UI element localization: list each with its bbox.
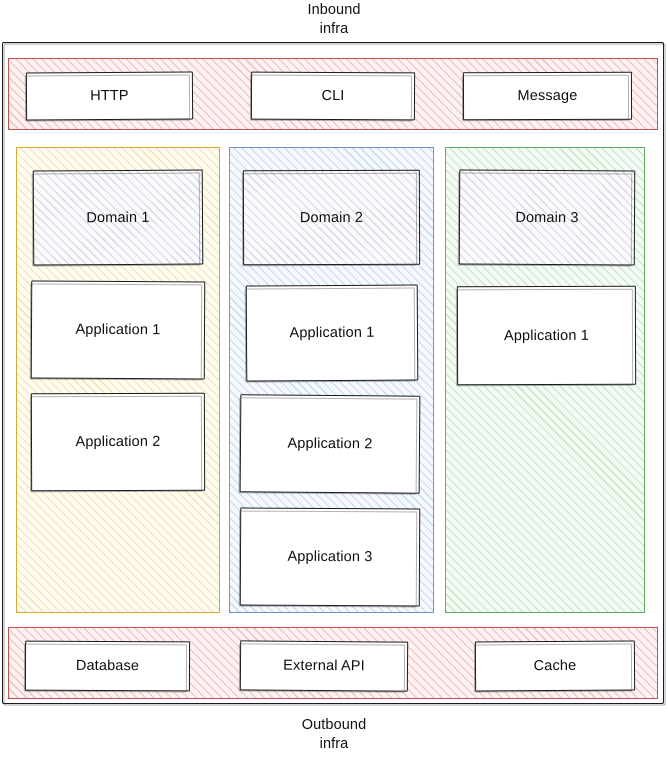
node-cli[interactable]: CLI bbox=[250, 71, 416, 121]
outbound-caption-line-2: infra bbox=[319, 736, 349, 752]
node-domain-2-application-2[interactable]: Application 2 bbox=[239, 394, 421, 494]
node-cli-label: CLI bbox=[321, 87, 345, 105]
node-domain-1-application-1-label: Application 1 bbox=[75, 321, 161, 339]
outbound-caption-line-1: Outbound bbox=[301, 717, 367, 733]
node-domain-2-application-3[interactable]: Application 3 bbox=[239, 507, 421, 607]
node-external-api[interactable]: External API bbox=[239, 640, 409, 692]
system-boundary-edge bbox=[2, 42, 664, 704]
node-domain-3-label: Domain 3 bbox=[515, 209, 579, 226]
system-boundary-shadow-edge bbox=[3, 43, 666, 706]
node-database-label: Database bbox=[75, 657, 140, 675]
node-domain-2-application-2-label: Application 2 bbox=[287, 435, 373, 453]
node-domain-2[interactable]: Domain 2 bbox=[242, 169, 421, 266]
node-domain-1-application-2[interactable]: Application 2 bbox=[30, 392, 206, 492]
node-database[interactable]: Database bbox=[24, 640, 191, 692]
inbound-caption-line-2: infra bbox=[319, 21, 349, 37]
node-http-label: HTTP bbox=[90, 87, 129, 105]
node-domain-3[interactable]: Domain 3 bbox=[458, 169, 636, 266]
inbound-caption-line-1: Inbound bbox=[307, 2, 361, 18]
system-boundary bbox=[2, 42, 666, 706]
inbound-infra-caption: Inbound infra bbox=[0, 1, 668, 39]
node-domain-3-application-1-label: Application 1 bbox=[503, 327, 590, 344]
node-domain-2-label: Domain 2 bbox=[299, 209, 364, 226]
outbound-infra-caption: Outbound infra bbox=[0, 716, 668, 754]
node-domain-1-label: Domain 1 bbox=[86, 209, 150, 226]
node-domain-2-application-1[interactable]: Application 1 bbox=[245, 284, 419, 382]
node-message-label: Message bbox=[517, 87, 578, 105]
node-domain-2-application-1-label: Application 1 bbox=[289, 324, 375, 342]
node-external-api-label: External API bbox=[283, 657, 365, 675]
node-domain-1[interactable]: Domain 1 bbox=[32, 169, 204, 266]
node-domain-1-application-1[interactable]: Application 1 bbox=[30, 280, 206, 380]
node-message[interactable]: Message bbox=[462, 71, 633, 121]
node-cache-label: Cache bbox=[533, 657, 577, 675]
node-http[interactable]: HTTP bbox=[25, 71, 194, 121]
node-domain-3-application-1[interactable]: Application 1 bbox=[456, 285, 637, 386]
node-domain-2-application-3-label: Application 3 bbox=[287, 548, 373, 566]
node-domain-1-application-2-label: Application 2 bbox=[75, 433, 161, 451]
node-cache[interactable]: Cache bbox=[474, 640, 636, 692]
